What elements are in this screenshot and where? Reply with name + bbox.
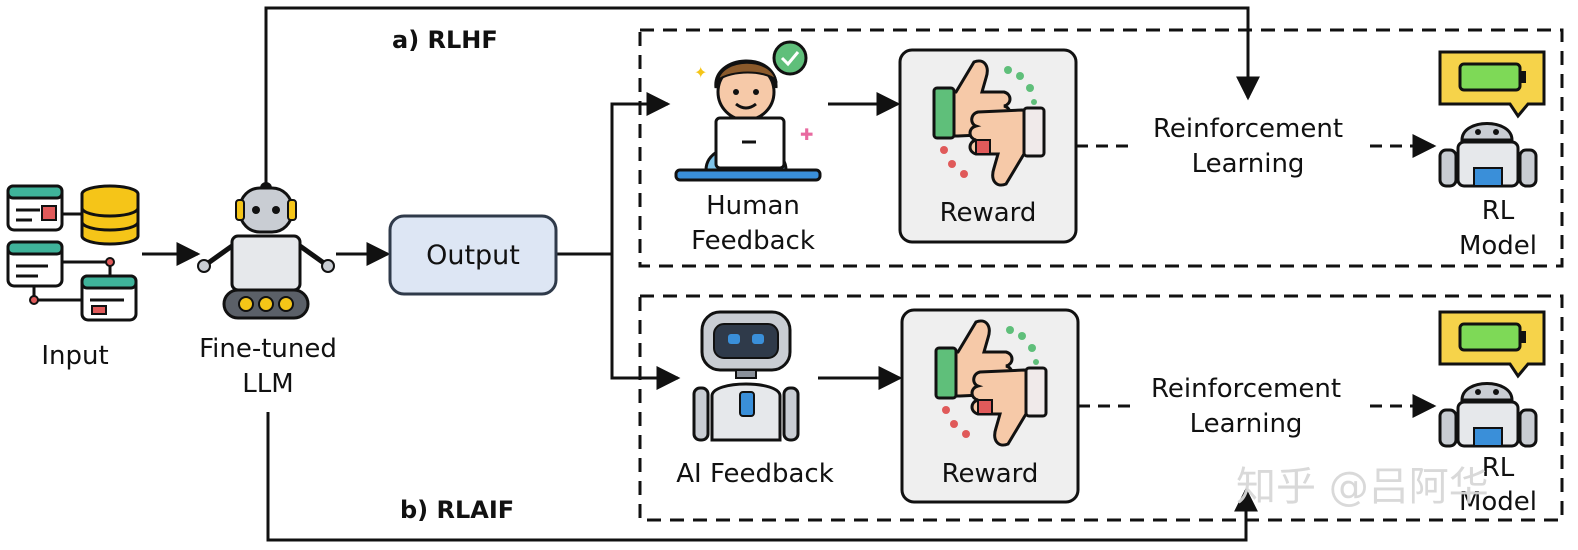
thumbs-up-down-icon: [932, 59, 1046, 187]
llm-label-line2: LLM: [242, 369, 293, 399]
robot-battery-icon: [1438, 50, 1546, 188]
rl-top-line1: Reinforcement: [1153, 114, 1343, 144]
ai-robot-icon: [692, 310, 800, 442]
rl-bottom-line2: Learning: [1190, 409, 1303, 439]
output-label: Output: [426, 240, 520, 271]
model-top-line2: Model: [1459, 231, 1537, 261]
svg-text:✚: ✚: [800, 127, 813, 144]
dashed-connectors: [1076, 134, 1437, 418]
rlhf-loop-line: [264, 6, 1260, 188]
reward-label-bottom: Reward: [942, 459, 1039, 489]
thumbs-up-down-icon: [934, 319, 1048, 447]
server-database-icon: [6, 184, 140, 322]
robot-battery-icon: [1438, 310, 1546, 448]
rlaif-loop-line: [266, 412, 1258, 542]
rl-top-line2: Learning: [1192, 149, 1305, 179]
robot-icon: [197, 182, 335, 320]
connectors: [142, 6, 1260, 542]
rlhf-title: a) RLHF: [392, 26, 498, 54]
model-top-line1: RL: [1482, 196, 1515, 226]
model-bottom-line1: RL: [1482, 453, 1515, 483]
output-box: [388, 214, 558, 296]
human-label-line1: Human: [706, 191, 800, 221]
watermark: 知乎 @吕阿华: [1236, 464, 1489, 510]
rl-bottom-line1: Reinforcement: [1151, 374, 1341, 404]
reward-label-top: Reward: [940, 198, 1037, 228]
ai-feedback-label: AI Feedback: [676, 459, 834, 489]
human-label-line2: Feedback: [691, 226, 815, 256]
input-label: Input: [41, 341, 108, 371]
output-to-ai-arrow: [610, 254, 681, 390]
rlhf-dashed-box: [638, 28, 1564, 268]
llm-label-line1: Fine-tuned: [199, 334, 337, 364]
output-to-human-arrow: [610, 92, 671, 254]
svg-text:✦: ✦: [694, 65, 707, 82]
rlaif-dashed-box: [638, 294, 1564, 522]
model-bottom-line2: Model: [1459, 487, 1537, 517]
person-laptop-icon: ✦ ✚: [674, 40, 822, 182]
rlaif-title: b) RLAIF: [400, 496, 514, 524]
